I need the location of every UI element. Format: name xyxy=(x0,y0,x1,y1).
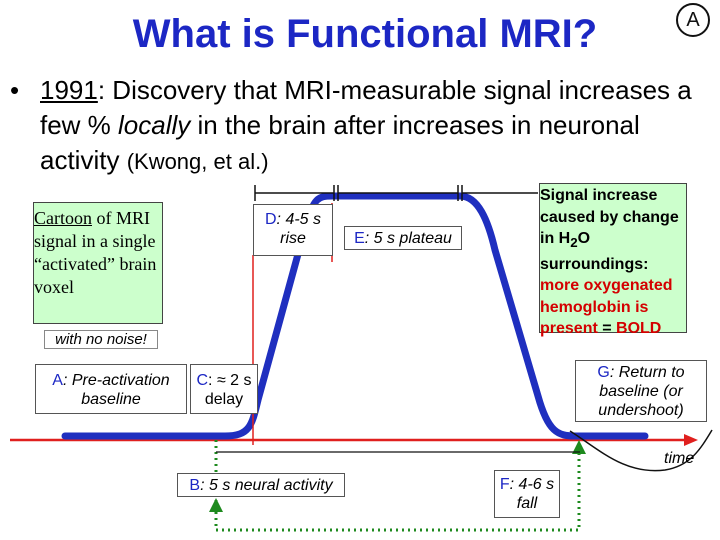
signal-line1: Signal increase caused by change in H xyxy=(540,187,679,247)
phase-a-letter: A xyxy=(52,372,63,389)
no-noise-note: with no noise! xyxy=(44,330,158,349)
stimulus-arrowhead-right xyxy=(572,440,586,454)
phase-f-label: F: 4-6 s fall xyxy=(494,470,560,518)
phase-c-letter: C xyxy=(196,372,209,389)
phase-a-label: A: Pre-activation baseline xyxy=(35,364,187,414)
bullet-locally: locally xyxy=(118,110,191,140)
phase-g-label: G: Return to baseline (or undershoot) xyxy=(575,360,707,422)
phase-c-label: C: ≈ 2 s delay xyxy=(190,364,258,414)
phase-g-text: : Return to baseline (or undershoot) xyxy=(598,364,685,419)
bullet-part2: in the brain after increases in neuronal… xyxy=(40,110,640,175)
phase-b-letter: B xyxy=(189,477,201,494)
phase-f-letter: F xyxy=(499,476,510,493)
undershoot-curve xyxy=(569,429,713,472)
phase-e-label: E: 5 s plateau xyxy=(344,226,462,250)
page-title: What is Functional MRI? xyxy=(132,12,598,56)
cartoon-word: Cartoon xyxy=(34,208,92,228)
bullet-year: 1991 xyxy=(40,75,98,105)
signal-subscript: 2 xyxy=(570,235,578,251)
phase-b-label: B: 5 s neural activity xyxy=(177,473,345,497)
signal-line2: O surroundings: xyxy=(540,230,649,273)
phase-a-text: : Pre-activation baseline xyxy=(62,372,170,408)
phase-d-text: : 4-5 s rise xyxy=(276,211,322,247)
signal-eq: = xyxy=(597,320,617,338)
stimulus-arrowhead-left xyxy=(209,498,223,512)
phase-e-text: : 5 s plateau xyxy=(364,230,452,247)
corner-badge: A xyxy=(676,3,710,37)
phase-e-letter: E xyxy=(354,230,365,247)
cartoon-text: of MRI signal in a single “activated” br… xyxy=(34,208,157,297)
phase-g-letter: G xyxy=(597,364,610,381)
signal-red-text: more oxygenated hemoglobin is present xyxy=(540,277,673,338)
time-axis-label: time xyxy=(664,450,695,467)
phase-c-text: : ≈ 2 s delay xyxy=(204,372,252,408)
bullet-part1: : Discovery that MRI-measurable signal i… xyxy=(40,75,692,140)
signal-increase-note: Signal increase caused by change in H2O … xyxy=(539,183,687,337)
bullet-cite: (Kwong, et al.) xyxy=(126,149,269,174)
time-axis-arrowhead xyxy=(684,434,698,446)
signal-bold-text: BOLD xyxy=(616,320,662,338)
phase-d-letter: D xyxy=(264,211,277,228)
phase-b-text: : 5 s neural activity xyxy=(200,477,333,494)
phase-d-label: D: 4-5 s rise xyxy=(253,204,333,256)
cartoon-note: Cartoon of MRI signal in a single “activ… xyxy=(33,202,163,324)
bullet-text: 1991: Discovery that MRI-measurable sign… xyxy=(40,73,710,179)
phase-f-text: : 4-6 s fall xyxy=(509,476,555,512)
bullet-dot: • xyxy=(10,75,20,105)
stimulus-dotted-box xyxy=(214,440,581,532)
